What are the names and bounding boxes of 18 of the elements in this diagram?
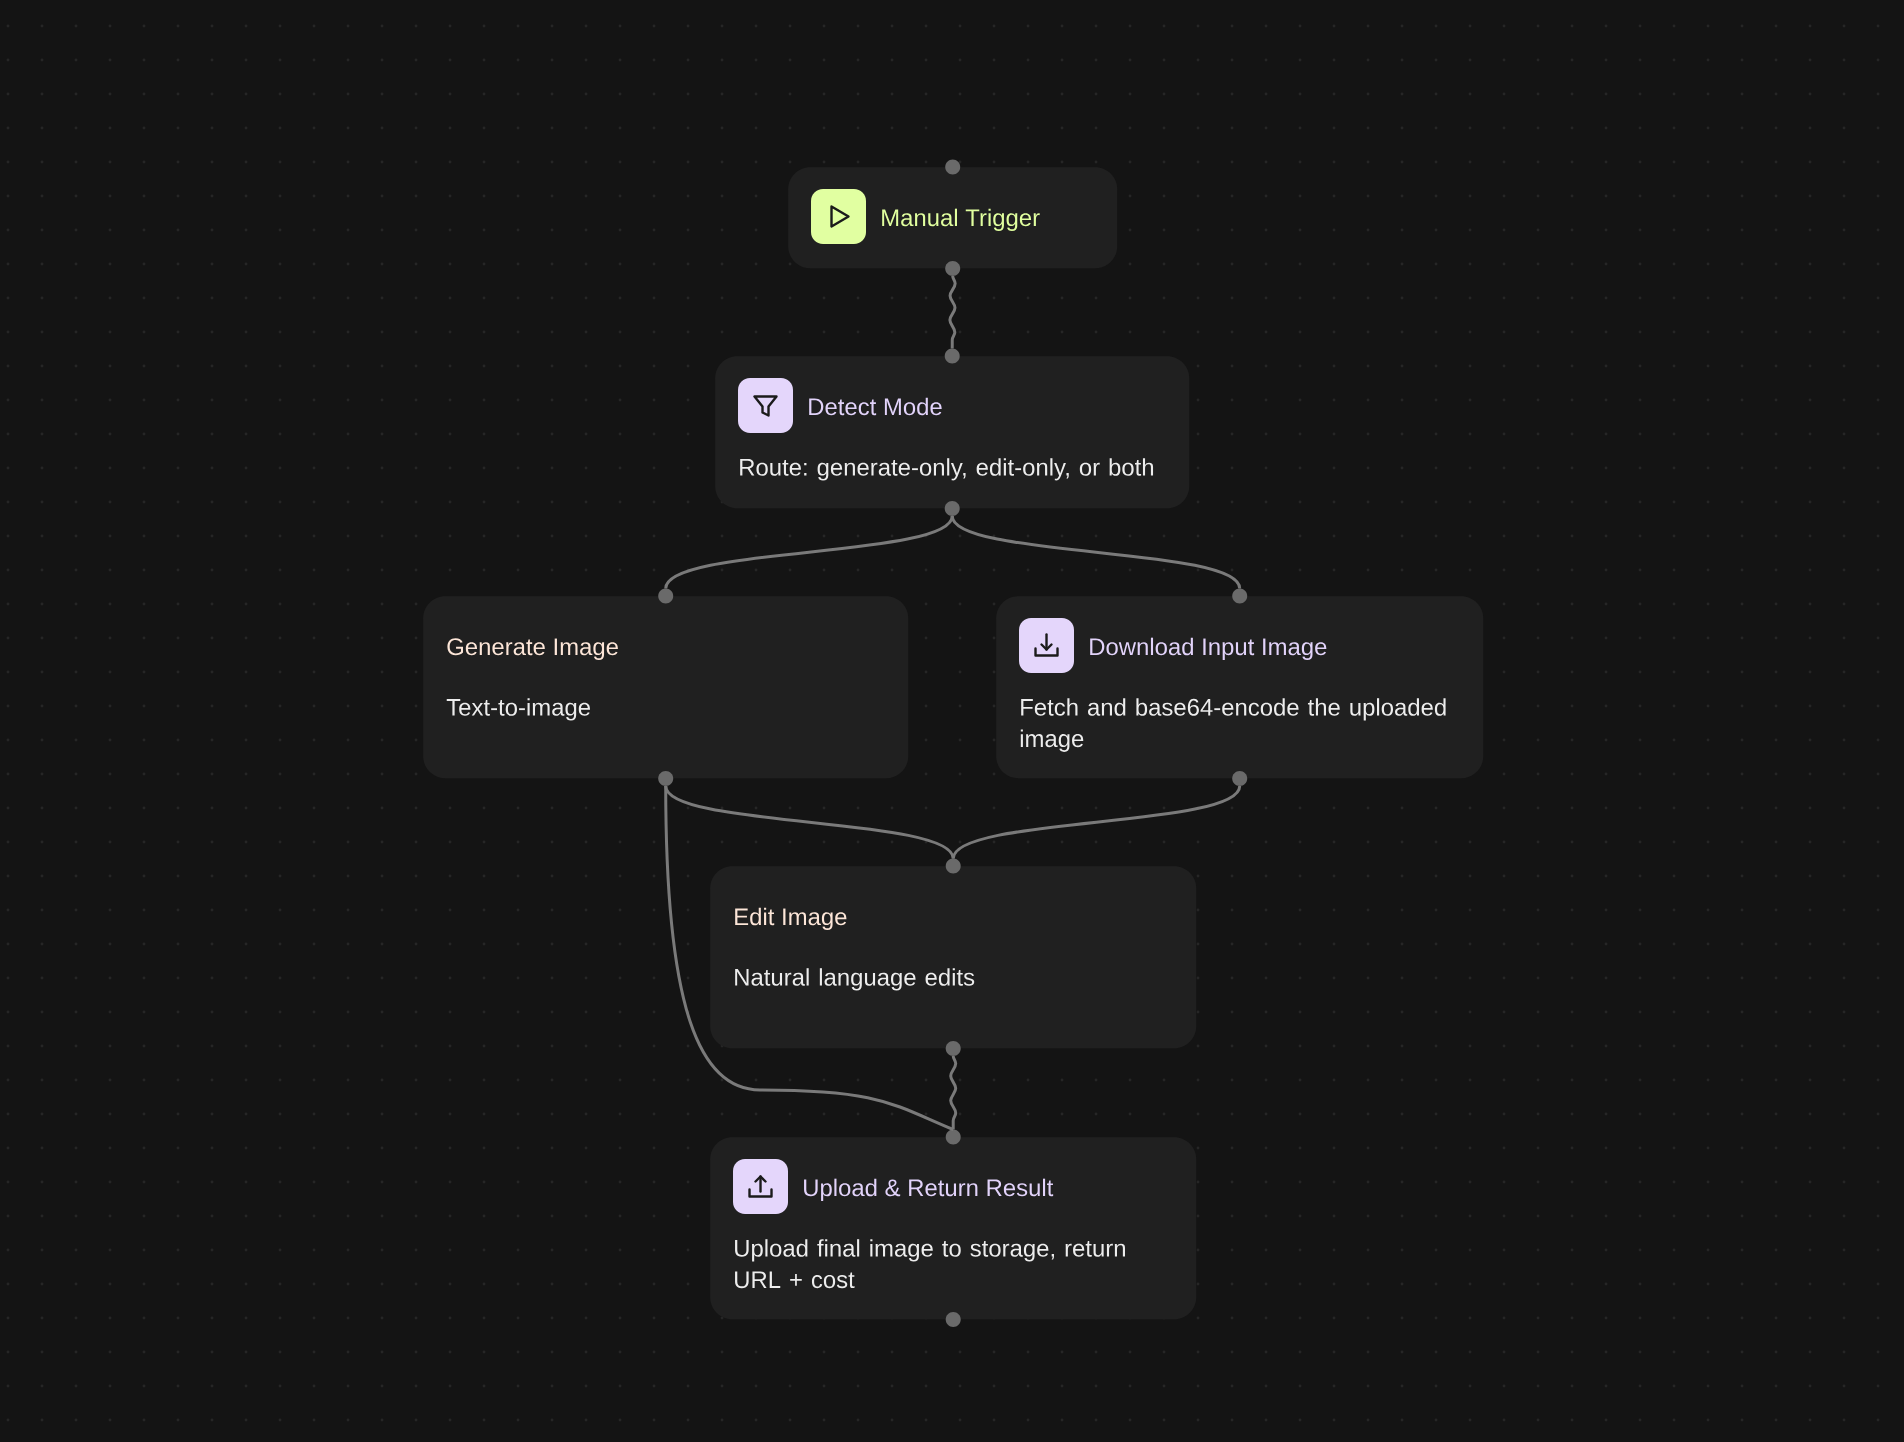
connector [664, 785, 955, 860]
connector [948, 275, 957, 349]
node-description: Fetch and base64-encode the uploaded image [1020, 698, 1446, 752]
node-title: Manual Trigger [882, 208, 1040, 231]
node-title: Edit Image [735, 907, 847, 930]
node-title: Generate Image [447, 638, 618, 660]
node-description: Route: generate-only, edit-only, or both [740, 458, 1154, 481]
node-description: Natural language edits [735, 968, 975, 991]
connector [664, 515, 954, 590]
connector [951, 785, 1241, 860]
node-description: Upload final image to storage, return URL + cost [735, 1239, 1125, 1289]
connector [949, 1055, 958, 1130]
node-title: Download Input Image [1090, 637, 1327, 660]
connector [664, 785, 954, 1131]
connector [950, 515, 1241, 590]
node-title: Detect Mode [809, 397, 942, 416]
node-description: Text-to-image [446, 698, 590, 721]
node-title: Upload & Return Result [804, 1178, 1054, 1201]
